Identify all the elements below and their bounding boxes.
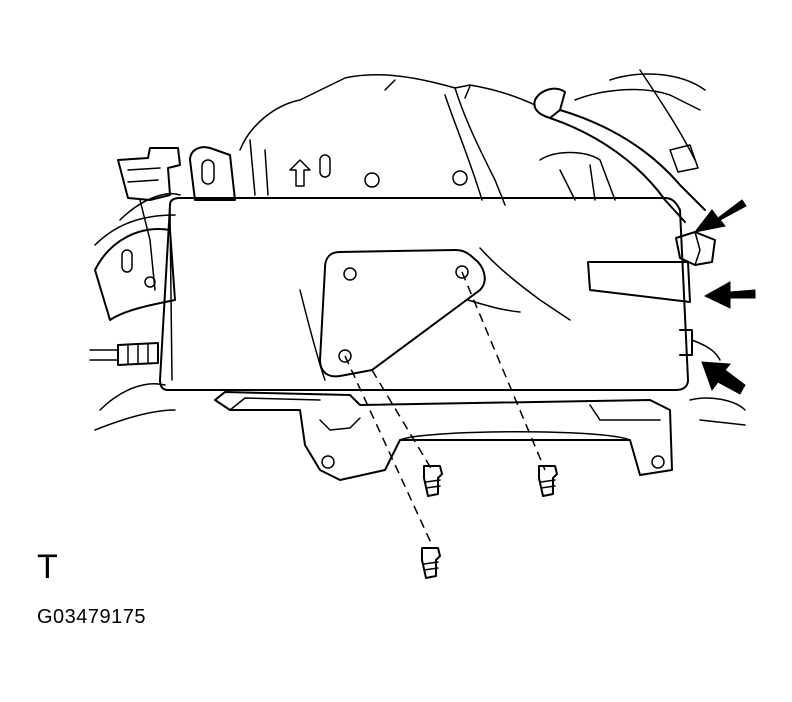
pointer-arrow-icon — [693, 199, 747, 233]
exploded-view-lines — [344, 271, 546, 546]
figure-code: G03479175 — [37, 606, 147, 628]
hose-assembly — [533, 87, 706, 223]
left-pipe-fitting — [89, 342, 159, 366]
control-module-box — [159, 197, 721, 391]
pointer-arrow-icon — [703, 281, 756, 309]
chassis-background — [94, 69, 746, 431]
mark-letter: T — [37, 548, 58, 586]
left-wire-connector — [117, 147, 181, 291]
pointer-arrow-icon — [701, 361, 746, 395]
bolt-icon — [423, 465, 443, 497]
bolt-icon — [421, 547, 441, 579]
bolt-icon — [538, 465, 558, 497]
upper-mounting-bracket — [189, 146, 468, 201]
lower-subframe — [214, 391, 673, 481]
left-side-bracket — [94, 228, 176, 321]
